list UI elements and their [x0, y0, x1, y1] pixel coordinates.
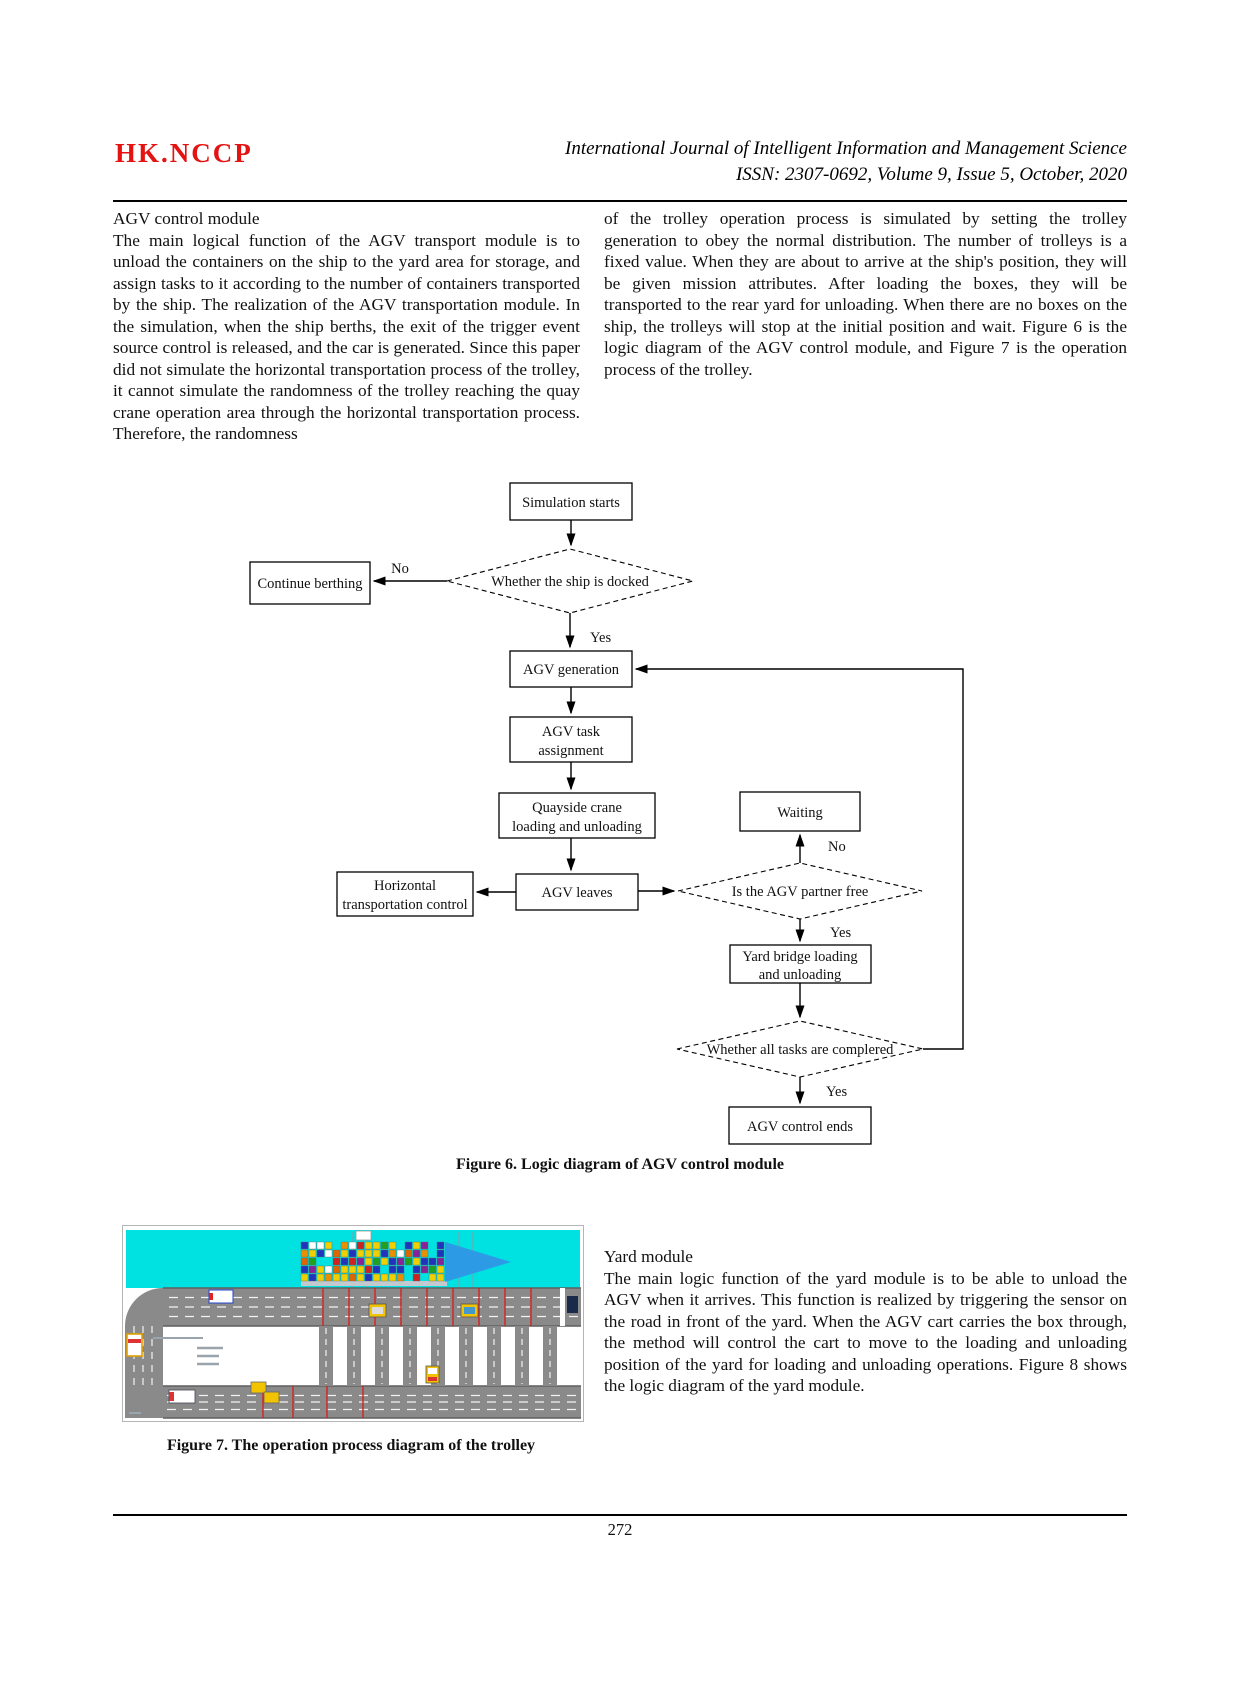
flow-node-agv-task-assignment: AGV task assignment: [509, 716, 633, 763]
flow-feedback-loop: [634, 664, 964, 1050]
issn-line: ISSN: 2307-0692, Volume 9, Issue 5, Octo…: [735, 164, 1127, 185]
section-heading-yard-module: Yard module: [604, 1247, 693, 1266]
ship-hull: [301, 1281, 447, 1286]
header-rule: [113, 200, 1127, 202]
ship-bow: [445, 1242, 511, 1282]
svg-text:Horizontal: Horizontal: [374, 878, 436, 894]
svg-text:Is the AGV partner free: Is the AGV partner free: [732, 884, 869, 900]
svg-text:loading and unloading: loading and unloading: [512, 819, 642, 835]
flow-node-waiting: Waiting: [739, 791, 861, 832]
ship-container-stack: [300, 1241, 445, 1282]
road-network: [125, 1287, 581, 1419]
label-yes-ship: Yes: [590, 630, 611, 646]
flow-node-continue-berthing: Continue berthing: [249, 561, 371, 605]
agv-vehicles: [126, 1289, 578, 1404]
yard-module-section: Yard module The main logic function of t…: [604, 1246, 1127, 1397]
svg-text:transportation control: transportation control: [342, 897, 467, 913]
right-column-paragraph: of the trolley operation process is simu…: [604, 209, 1127, 379]
crane-tag: [355, 1230, 372, 1241]
publisher-logo: HK.NCCP: [115, 138, 253, 168]
svg-text:Quayside crane: Quayside crane: [532, 800, 622, 816]
figure7-caption: Figure 7. The operation process diagram …: [166, 1437, 536, 1454]
label-yes-partner: Yes: [830, 925, 851, 941]
yard-module-paragraph: The main logic function of the yard modu…: [604, 1268, 1127, 1396]
label-no-partner: No: [828, 839, 846, 855]
svg-text:AGV leaves: AGV leaves: [541, 885, 612, 901]
flow-node-yard-bridge: Yard bridge loading and unloading: [729, 944, 872, 984]
flow-node-agv-control-ends: AGV control ends: [728, 1106, 872, 1145]
micro-labels: [129, 1337, 223, 1414]
sensor-lines: [262, 1288, 532, 1418]
flow-node-agv-generation: AGV generation: [509, 650, 633, 688]
journal-title: International Journal of Intelligent Inf…: [565, 138, 1127, 159]
left-column: AGV control module The main logical func…: [113, 208, 580, 445]
flow-decision-ship-docked: Whether the ship is docked: [444, 548, 696, 614]
svg-text:assignment: assignment: [538, 743, 603, 759]
svg-text:Whether all tasks are complere: Whether all tasks are complered: [707, 1042, 895, 1058]
flow-node-agv-leaves: AGV leaves: [515, 873, 639, 911]
figure7-simulation-image: [122, 1225, 584, 1422]
flow-decision-partner-free: Is the AGV partner free: [677, 862, 923, 920]
footer-rule: [113, 1514, 1127, 1516]
svg-text:and unloading: and unloading: [759, 967, 842, 983]
svg-text:Yard bridge loading: Yard bridge loading: [742, 949, 857, 965]
flow-node-quayside-crane: Quayside crane loading and unloading: [498, 792, 656, 839]
figure6-flowchart: Simulation starts Whether the ship is do…: [249, 482, 964, 1145]
flow-node-horizontal-transport: Horizontal transportation control: [336, 871, 474, 917]
label-yes-tasks: Yes: [826, 1084, 847, 1100]
journal-header: International Journal of Intelligent Inf…: [327, 136, 1127, 188]
svg-text:Whether the ship is docked: Whether the ship is docked: [491, 574, 650, 590]
figure6-caption: Figure 6. Logic diagram of AGV control m…: [456, 1156, 784, 1173]
flow-branch-labels: No Yes No Yes Yes: [391, 561, 851, 1100]
page-number: 272: [607, 1520, 633, 1539]
svg-text:AGV task: AGV task: [542, 724, 601, 740]
svg-text:Simulation starts: Simulation starts: [522, 495, 620, 511]
flow-decision-tasks-completed: Whether all tasks are complered: [676, 1020, 924, 1078]
left-column-paragraph: The main logical function of the AGV tra…: [113, 230, 580, 444]
svg-text:AGV control ends: AGV control ends: [747, 1119, 853, 1135]
right-column: of the trolley operation process is simu…: [604, 208, 1127, 380]
label-no-ship: No: [391, 561, 409, 577]
flow-arrows: [372, 520, 964, 1105]
svg-text:Continue berthing: Continue berthing: [257, 576, 362, 592]
section-heading-agv-control: AGV control module: [113, 209, 260, 228]
svg-text:Waiting: Waiting: [777, 805, 823, 821]
flow-node-simulation-starts: Simulation starts: [509, 482, 633, 521]
svg-text:AGV generation: AGV generation: [523, 662, 620, 678]
